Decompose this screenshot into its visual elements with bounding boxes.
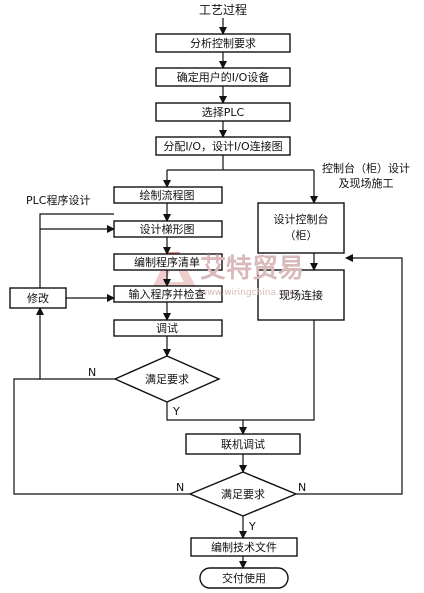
title-process: 工艺过程 — [198, 3, 248, 17]
label-input-check: 输入程序并检查 — [128, 288, 206, 301]
label-modify: 修改 — [27, 292, 49, 305]
box-site-wiring — [257, 269, 345, 321]
label-select-plc: 选择PLC — [201, 106, 245, 119]
label-design-console-2: （柜） — [284, 229, 318, 242]
label-decision-1: 满足要求 — [145, 373, 189, 386]
label-joint-debug: 联机调试 — [221, 438, 265, 451]
label-decision-2: 满足要求 — [221, 488, 265, 501]
label-site-wiring: 现场连接 — [279, 289, 323, 302]
watermark-url: www.wiringchina.com — [200, 288, 299, 298]
branch-y1: Y — [173, 405, 180, 418]
label-debug: 调试 — [156, 322, 178, 335]
label-io-device: 确定用户的I/O设备 — [176, 71, 270, 84]
section-plc-program: PLC程序设计 — [26, 194, 91, 207]
label-flowchart: 绘制流程图 — [139, 189, 195, 202]
section-console-2: 及现场施工 — [338, 177, 394, 190]
label-analyze: 分析控制要求 — [190, 37, 256, 50]
watermark-text: 艾特贸易 — [200, 254, 305, 284]
label-design-console-1: 设计控制台 — [273, 213, 329, 226]
branch-y2: Y — [249, 520, 256, 533]
branch-n2-right: N — [298, 481, 307, 494]
section-console-1: 控制台（柜）设计 — [322, 162, 410, 175]
branch-n1: N — [88, 366, 97, 379]
box-design-console — [257, 202, 345, 254]
label-assign-io: 分配I/O，设计I/O连接图 — [163, 140, 283, 153]
branch-n2-left: N — [176, 481, 185, 494]
label-ladder: 设计梯形图 — [139, 223, 195, 236]
label-program-list: 编制程序清单 — [134, 256, 200, 269]
label-tech-docs: 编制技术文件 — [211, 541, 277, 554]
label-delivery: 交付使用 — [222, 572, 266, 585]
